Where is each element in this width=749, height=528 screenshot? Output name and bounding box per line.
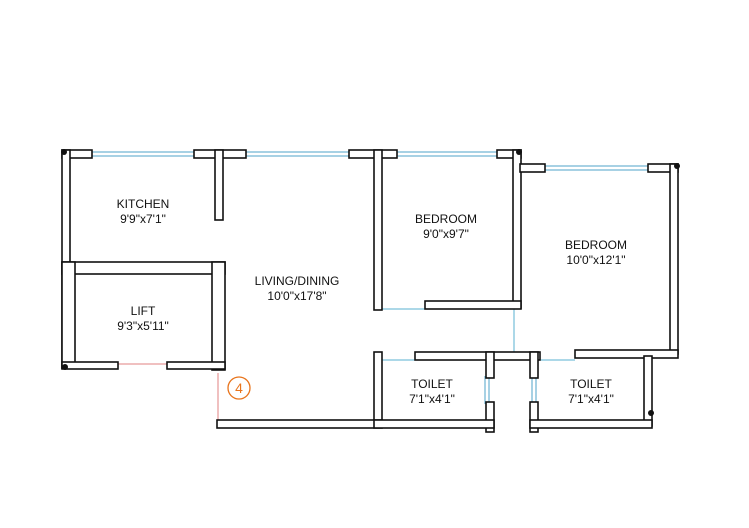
corner-dot bbox=[516, 149, 522, 155]
wall-bedroom1-right bbox=[512, 149, 522, 309]
wall-toilets-top bbox=[414, 351, 541, 361]
corner-dot bbox=[61, 149, 67, 155]
wall-toilet2-left-lower bbox=[529, 401, 539, 433]
room-name: TOILET bbox=[411, 377, 453, 391]
openings bbox=[118, 305, 575, 425]
window-toilet2-side bbox=[531, 376, 537, 404]
wall-bottom-toilet2 bbox=[529, 419, 653, 429]
room-lift: LIFT 9'3"x5'11" bbox=[117, 304, 169, 333]
room-size: 7'1"x4'1" bbox=[409, 392, 455, 406]
unit-marker: 4 bbox=[227, 376, 251, 400]
room-living-dining: LIVING/DINING 10'0"x17'8" bbox=[255, 274, 340, 303]
room-size: 10'0"x17'8" bbox=[267, 289, 326, 303]
unit-marker-circle bbox=[227, 376, 251, 400]
window-bedroom1-top bbox=[395, 151, 498, 157]
window-living-top bbox=[245, 151, 350, 157]
wall-bottom-toilet1 bbox=[373, 419, 495, 429]
wall-lift-bottom-left bbox=[61, 361, 119, 370]
room-name: BEDROOM bbox=[565, 238, 627, 252]
wall-toilet1-left bbox=[373, 351, 383, 425]
wall-bottom-living bbox=[216, 419, 383, 429]
room-size: 9'0"x9'7" bbox=[423, 227, 469, 241]
wall-toilet1-right bbox=[485, 351, 495, 379]
wall-toilet2-left bbox=[529, 351, 539, 379]
wall-bedroom2-right bbox=[669, 163, 679, 355]
wall-bedroom2-bottom bbox=[574, 349, 679, 359]
wall-lift-bottom-right bbox=[166, 361, 226, 370]
windows bbox=[90, 151, 648, 404]
wall-toilet1-right-lower bbox=[485, 401, 495, 433]
room-name: TOILET bbox=[570, 377, 612, 391]
room-size: 10'0"x12'1" bbox=[566, 253, 625, 267]
wall-bedroom1-bottom bbox=[424, 300, 522, 310]
wall-top-living-tee bbox=[348, 149, 398, 159]
room-name: KITCHEN bbox=[117, 197, 170, 211]
wall-bedroom2-top-left bbox=[519, 163, 546, 173]
corner-dot bbox=[62, 364, 68, 370]
corner-dot bbox=[648, 410, 654, 416]
corner-dots bbox=[61, 149, 680, 416]
room-bedroom-2: BEDROOM 10'0"x12'1" bbox=[565, 238, 627, 267]
room-name: LIFT bbox=[131, 304, 156, 318]
wall-kitchen-partition bbox=[214, 149, 224, 221]
room-bedroom-1: BEDROOM 9'0"x9'7" bbox=[415, 212, 477, 241]
room-name: LIVING/DINING bbox=[255, 274, 340, 288]
corner-dot bbox=[674, 163, 680, 169]
wall-lift-right bbox=[211, 261, 226, 371]
room-size: 9'3"x5'11" bbox=[117, 319, 169, 333]
room-name: BEDROOM bbox=[415, 212, 477, 226]
room-size: 7'1"x4'1" bbox=[568, 392, 614, 406]
window-bedroom2-top bbox=[545, 165, 648, 171]
wall-lift-left bbox=[61, 261, 76, 369]
room-toilet-2: TOILET 7'1"x4'1" bbox=[568, 377, 614, 406]
window-toilet1-side bbox=[484, 376, 490, 404]
wall-lift-top bbox=[61, 261, 226, 275]
room-toilet-1: TOILET 7'1"x4'1" bbox=[409, 377, 455, 406]
unit-marker-number: 4 bbox=[235, 380, 243, 396]
window-kitchen-top bbox=[90, 151, 195, 157]
wall-bedroom1-left bbox=[373, 149, 383, 311]
room-size: 9'9"x7'1" bbox=[120, 212, 166, 226]
walls bbox=[61, 149, 679, 433]
room-kitchen: KITCHEN 9'9"x7'1" bbox=[117, 197, 170, 226]
